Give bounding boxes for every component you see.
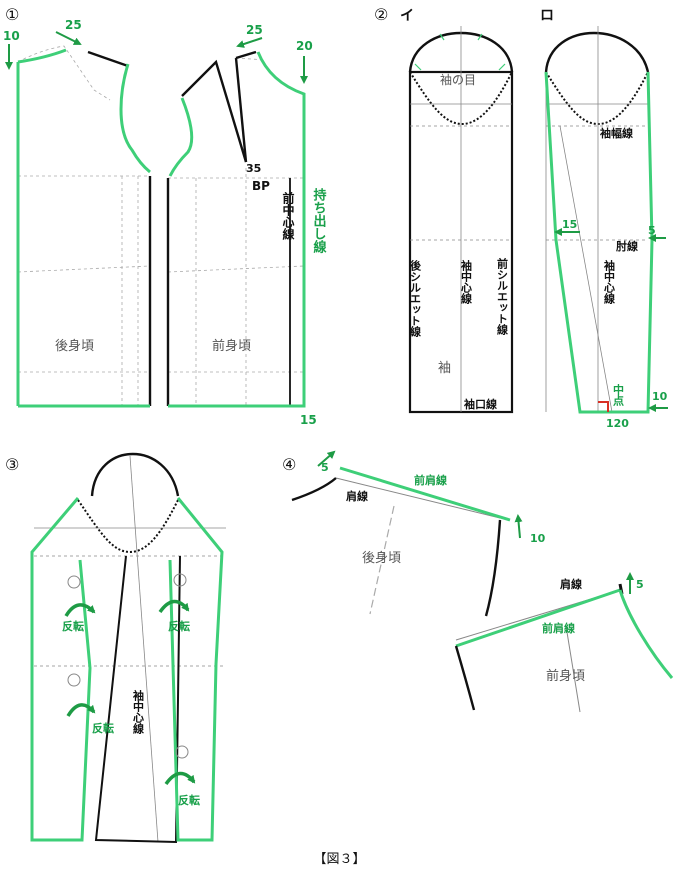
dim-front-neck: 25 — [246, 23, 263, 37]
sleeve-under-outline — [94, 555, 181, 844]
back-bodice: 後身頃 — [16, 45, 152, 408]
cuff-line-label: 袖口線 — [464, 397, 497, 411]
front-shoulder-green — [455, 588, 621, 648]
sleeve-new-outline — [544, 71, 654, 414]
sleeve-center-label-i: 袖中心線 — [460, 259, 473, 305]
dim-sleeve-bottom-mark: 120 — [606, 417, 629, 430]
back-shoulder-detail: 5 10 前肩線 肩線 後身頃 — [291, 450, 546, 617]
dim-back-neck: 25 — [65, 18, 82, 32]
step4-shoulder: ④ 5 10 前肩線 肩線 後身頃 5 肩線 前肩線 — [282, 450, 674, 713]
sleeve-draft-ro: 袖幅線 肘線 袖中心線 中点 15 5 10 120 — [544, 26, 668, 430]
step2-sleeve: ② イ 袖の目 後シルエット線 袖中心線 前シルエット線 袖 袖口線 — [374, 5, 668, 430]
step2-sub-ro: ロ — [540, 8, 554, 24]
flip-label-4: 反転 — [178, 793, 200, 807]
front-silhouette-label: 前シルエット線 — [496, 257, 509, 336]
dim-front-right: 20 — [296, 39, 313, 53]
back-body-label-step4: 後身頃 — [362, 550, 401, 566]
dim-sleeve-right: 5 — [648, 224, 656, 237]
dim-sleeve-bottom-right: 10 — [652, 390, 668, 403]
step3-number: ③ — [5, 455, 19, 474]
front-body-label: 前身頃 — [212, 338, 251, 354]
dim-bottom: 15 — [300, 413, 317, 427]
figure-caption: 【図３】 — [313, 852, 366, 867]
extension-line-label: 持ち出し線 — [311, 187, 327, 254]
elbow-line-label: 肘線 — [616, 239, 638, 253]
dim-sleeve-left: 15 — [562, 218, 577, 231]
front-dart-right — [234, 57, 248, 163]
dim-back-left: 5 — [321, 461, 329, 474]
front-shoulder-line — [235, 50, 257, 60]
dim-top-left: 10 — [3, 29, 20, 43]
step1-measurements: 10 25 25 20 15 — [3, 18, 317, 427]
front-center-line-label: 前中心線 — [281, 191, 295, 241]
sleeve-center-label-ro: 袖中心線 — [603, 259, 616, 305]
sleeve-label: 袖 — [438, 361, 451, 376]
back-front-shoulder-label: 前肩線 — [414, 473, 447, 487]
bp-label: BP — [252, 179, 270, 193]
sleeve-cap-mark-label: 袖の目 — [440, 72, 476, 87]
front-shoulder-line-label: 肩線 — [560, 577, 582, 591]
sleeve-width-line-label: 袖幅線 — [600, 126, 633, 140]
back-silhouette-label: 後シルエット線 — [409, 259, 422, 338]
flip-label-2: 反転 — [168, 619, 190, 633]
dim-back-right: 10 — [530, 532, 546, 545]
sleeve-center-label-step3: 袖中心線 — [132, 689, 145, 735]
step1-number: ① — [5, 5, 19, 24]
flip-indicators: 反転 反転 反転 反転 — [62, 573, 200, 807]
back-new-outline — [16, 48, 151, 408]
front-new-outline — [168, 51, 306, 408]
back-body-label: 後身頃 — [55, 338, 94, 354]
step2-sub-i: イ — [400, 8, 414, 24]
bp-value-label: 35 — [246, 162, 261, 175]
step2-number: ② — [374, 5, 388, 24]
sleeve-draft-i: 袖の目 後シルエット線 袖中心線 前シルエット線 袖 袖口線 — [409, 26, 514, 414]
back-shoulder-line — [87, 50, 129, 68]
midpoint-label: 中点 — [612, 383, 625, 407]
step1-bodice: ① 後身頃 — [3, 5, 326, 427]
flipped-sleeve-green-outline — [30, 497, 224, 842]
front-front-shoulder-label: 前肩線 — [542, 621, 575, 635]
front-shoulder-detail: 5 肩線 前肩線 前身頃 — [454, 572, 674, 713]
dim-front-right-step4: 5 — [636, 578, 644, 591]
flip-label-1: 反転 — [62, 619, 84, 633]
front-bodice: 前身頃 35 BP — [166, 50, 306, 408]
flip-label-3: 反転 — [92, 721, 114, 735]
front-dart-left — [181, 59, 248, 163]
step3-flipped-sleeve: ③ 反転 反転 反転 反転 袖中心線 — [5, 452, 226, 844]
step4-number: ④ — [282, 455, 296, 474]
front-body-label-step4: 前身頃 — [546, 668, 585, 684]
back-front-shoulder-line — [339, 466, 511, 522]
back-shoulder-line-label: 肩線 — [346, 489, 368, 503]
